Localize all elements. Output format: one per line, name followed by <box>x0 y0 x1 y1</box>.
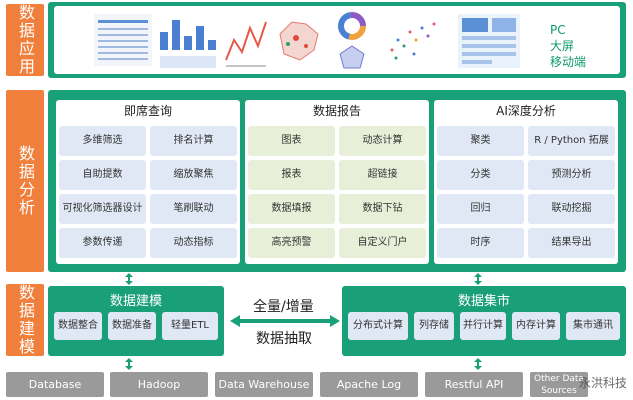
bar-chart-thumbnail <box>160 20 216 68</box>
apps-thumbnails: PC 大屏 移动端 <box>54 6 620 74</box>
cell-param-pass: 参数传递 <box>59 228 146 258</box>
panel-title-report: 数据报告 <box>312 104 361 118</box>
arrow-mart-to-analysis <box>474 273 482 285</box>
cell-result-export: 结果导出 <box>528 228 615 258</box>
cell-timeseries: 时序 <box>437 228 524 258</box>
line-chart-thumbnail <box>225 21 267 67</box>
target-pc: PC <box>549 23 566 37</box>
mobile-dashboard-thumbnail <box>458 14 520 68</box>
panel-title-adhoc: 即席查询 <box>123 104 172 118</box>
mart-columnar: 列存储 <box>414 312 454 340</box>
app-targets: PC 大屏 移动端 <box>550 22 586 70</box>
layer-label-apps: 数据应用 <box>6 4 44 76</box>
source-restful-api: Restful API <box>425 372 523 397</box>
panel-ai-analysis: AI深度分析 聚类 R / Python 拓展 分类 预测分析 回归 联动挖掘 … <box>434 100 618 264</box>
cell-regression: 回归 <box>437 194 524 224</box>
cell-chart: 图表 <box>248 126 335 156</box>
cell-predict: 预测分析 <box>528 160 615 190</box>
cell-drilldown: 数据下钻 <box>339 194 426 224</box>
donut-radar-thumbnail <box>338 12 366 69</box>
scatter-thumbnail <box>390 22 436 60</box>
mart-parallel: 并行计算 <box>460 312 506 340</box>
cell-data-fill: 数据填报 <box>248 194 335 224</box>
source-database: Database <box>6 372 104 397</box>
cell-classify: 分类 <box>437 160 524 190</box>
cell-rank-calc: 排名计算 <box>150 126 237 156</box>
modeling-prepare: 数据准备 <box>108 312 156 340</box>
cell-cluster: 聚类 <box>437 126 524 156</box>
cell-dynamic-metric: 动态指标 <box>150 228 237 258</box>
panel-title-ai: AI深度分析 <box>496 104 556 118</box>
arrow-sources-to-modeling <box>125 358 133 370</box>
watermark: 永洪科技 <box>578 376 627 390</box>
target-bigscreen: 大屏 <box>549 39 574 53</box>
cell-multi-filter: 多维筛选 <box>59 126 146 156</box>
panel-adhoc-query: 即席查询 多维筛选 排名计算 自助提数 缩放聚焦 可视化筛选器设计 笔刷联动 参… <box>56 100 240 264</box>
map-thumbnail <box>279 21 319 61</box>
mart-communication: 集市通讯 <box>566 312 620 340</box>
cell-brush-link: 笔刷联动 <box>150 194 237 224</box>
cell-linked-mining: 联动挖掘 <box>528 194 615 224</box>
cell-zoom-focus: 缩放聚焦 <box>150 160 237 190</box>
source-hadoop: Hadoop <box>110 372 208 397</box>
source-other: Other Data Sources <box>530 372 588 397</box>
mart-in-memory: 内存计算 <box>512 312 560 340</box>
data-modeling-box: 数据建模 数据整合 数据准备 轻量ETL <box>48 286 224 356</box>
cell-r-python: R / Python 拓展 <box>528 126 615 156</box>
layer-label-modeling: 数据建模 <box>6 284 44 356</box>
data-mart-box: 数据集市 分布式计算 列存储 并行计算 内存计算 集市通讯 <box>342 286 626 356</box>
target-mobile: 移动端 <box>549 55 586 69</box>
analysis-layer: 即席查询 多维筛选 排名计算 自助提数 缩放聚焦 可视化筛选器设计 笔刷联动 参… <box>48 90 626 272</box>
dashboard-thumbnail <box>94 14 152 66</box>
cell-dynamic-calc: 动态计算 <box>339 126 426 156</box>
cell-visual-filter: 可视化筛选器设计 <box>59 194 146 224</box>
data-mart-title: 数据集市 <box>457 294 510 309</box>
apps-strip: PC 大屏 移动端 <box>48 2 626 78</box>
data-modeling-title: 数据建模 <box>109 294 162 309</box>
arrow-modeling-to-analysis <box>125 273 133 285</box>
mart-distributed: 分布式计算 <box>348 312 408 340</box>
source-data-warehouse: Data Warehouse <box>215 372 313 397</box>
panel-data-report: 数据报告 图表 动态计算 报表 超链接 数据填报 数据下钻 高亮预警 自定义门户 <box>245 100 429 264</box>
source-apache-log: Apache Log <box>320 372 418 397</box>
extract-mode-label: 全量/增量 <box>253 299 314 315</box>
extract-label: 数据抽取 <box>256 331 312 347</box>
cell-report: 报表 <box>248 160 335 190</box>
cell-self-extract: 自助提数 <box>59 160 146 190</box>
arrow-sources-to-mart <box>474 358 482 370</box>
cell-highlight-alert: 高亮预警 <box>248 228 335 258</box>
bidirectional-arrow <box>230 315 340 327</box>
modeling-light-etl: 轻量ETL <box>162 312 218 340</box>
layer-label-analysis: 数据分析 <box>6 90 44 272</box>
modeling-integrate: 数据整合 <box>54 312 102 340</box>
cell-custom-portal: 自定义门户 <box>339 228 426 258</box>
cell-hyperlink: 超链接 <box>339 160 426 190</box>
